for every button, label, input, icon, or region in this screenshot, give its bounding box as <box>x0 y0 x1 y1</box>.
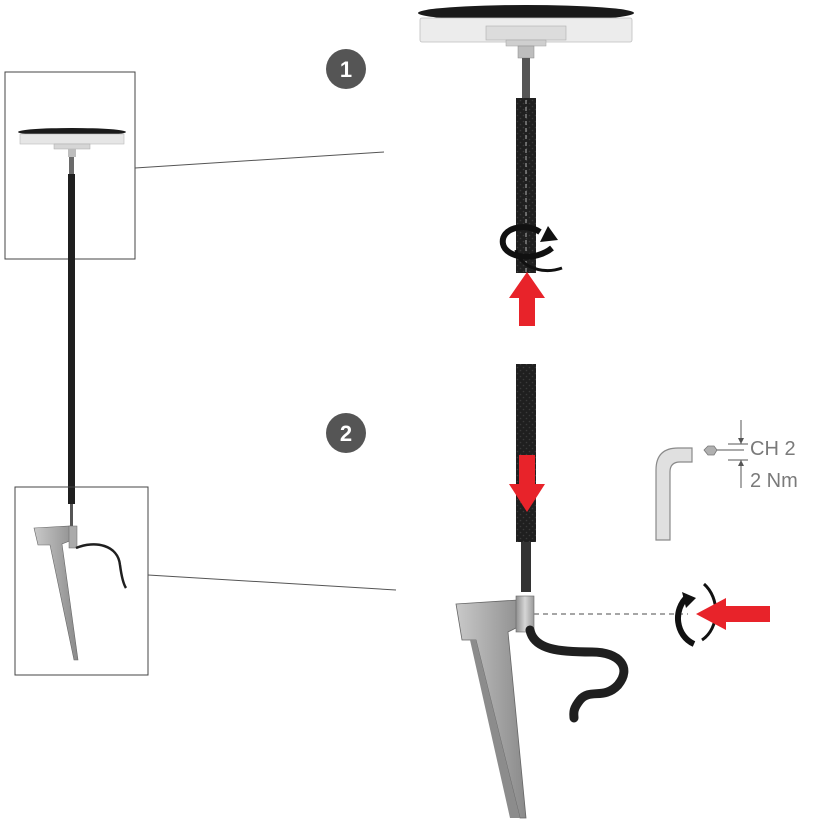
step-badge-2: 2 <box>326 413 366 453</box>
pole-small <box>69 157 74 175</box>
pole-small-tube <box>68 174 75 504</box>
insert-arrow-icon <box>509 455 545 512</box>
leader-line-bottom <box>147 574 397 591</box>
step-badge-1: 1 <box>326 49 366 89</box>
step-number-2: 2 <box>340 421 352 446</box>
push-arrow-icon <box>696 598 770 630</box>
push-arrow-icon <box>509 272 545 326</box>
step-2-group: 2 <box>326 364 798 819</box>
lamp-head-small <box>18 128 126 157</box>
pole-small-lower <box>70 504 73 526</box>
lamp-head-large <box>418 5 634 59</box>
detail-frame-bottom <box>14 486 149 676</box>
ground-spike-large <box>455 595 629 819</box>
threaded-rod-bottom <box>521 542 531 592</box>
power-cable <box>525 625 629 723</box>
leader-line-top <box>134 151 385 169</box>
step-number-1: 1 <box>340 57 352 82</box>
pole-segment-lower <box>516 364 536 542</box>
threaded-rod-top <box>522 58 530 98</box>
overview-group <box>4 71 397 676</box>
hex-key-icon <box>655 420 748 541</box>
torque-label: 2 Nm <box>750 470 798 492</box>
ground-spike-small <box>33 525 128 661</box>
step-1-group: 1 <box>326 5 634 326</box>
hex-key-size-label: CH 2 <box>750 438 796 460</box>
rotation-arrow-icon <box>499 224 563 273</box>
